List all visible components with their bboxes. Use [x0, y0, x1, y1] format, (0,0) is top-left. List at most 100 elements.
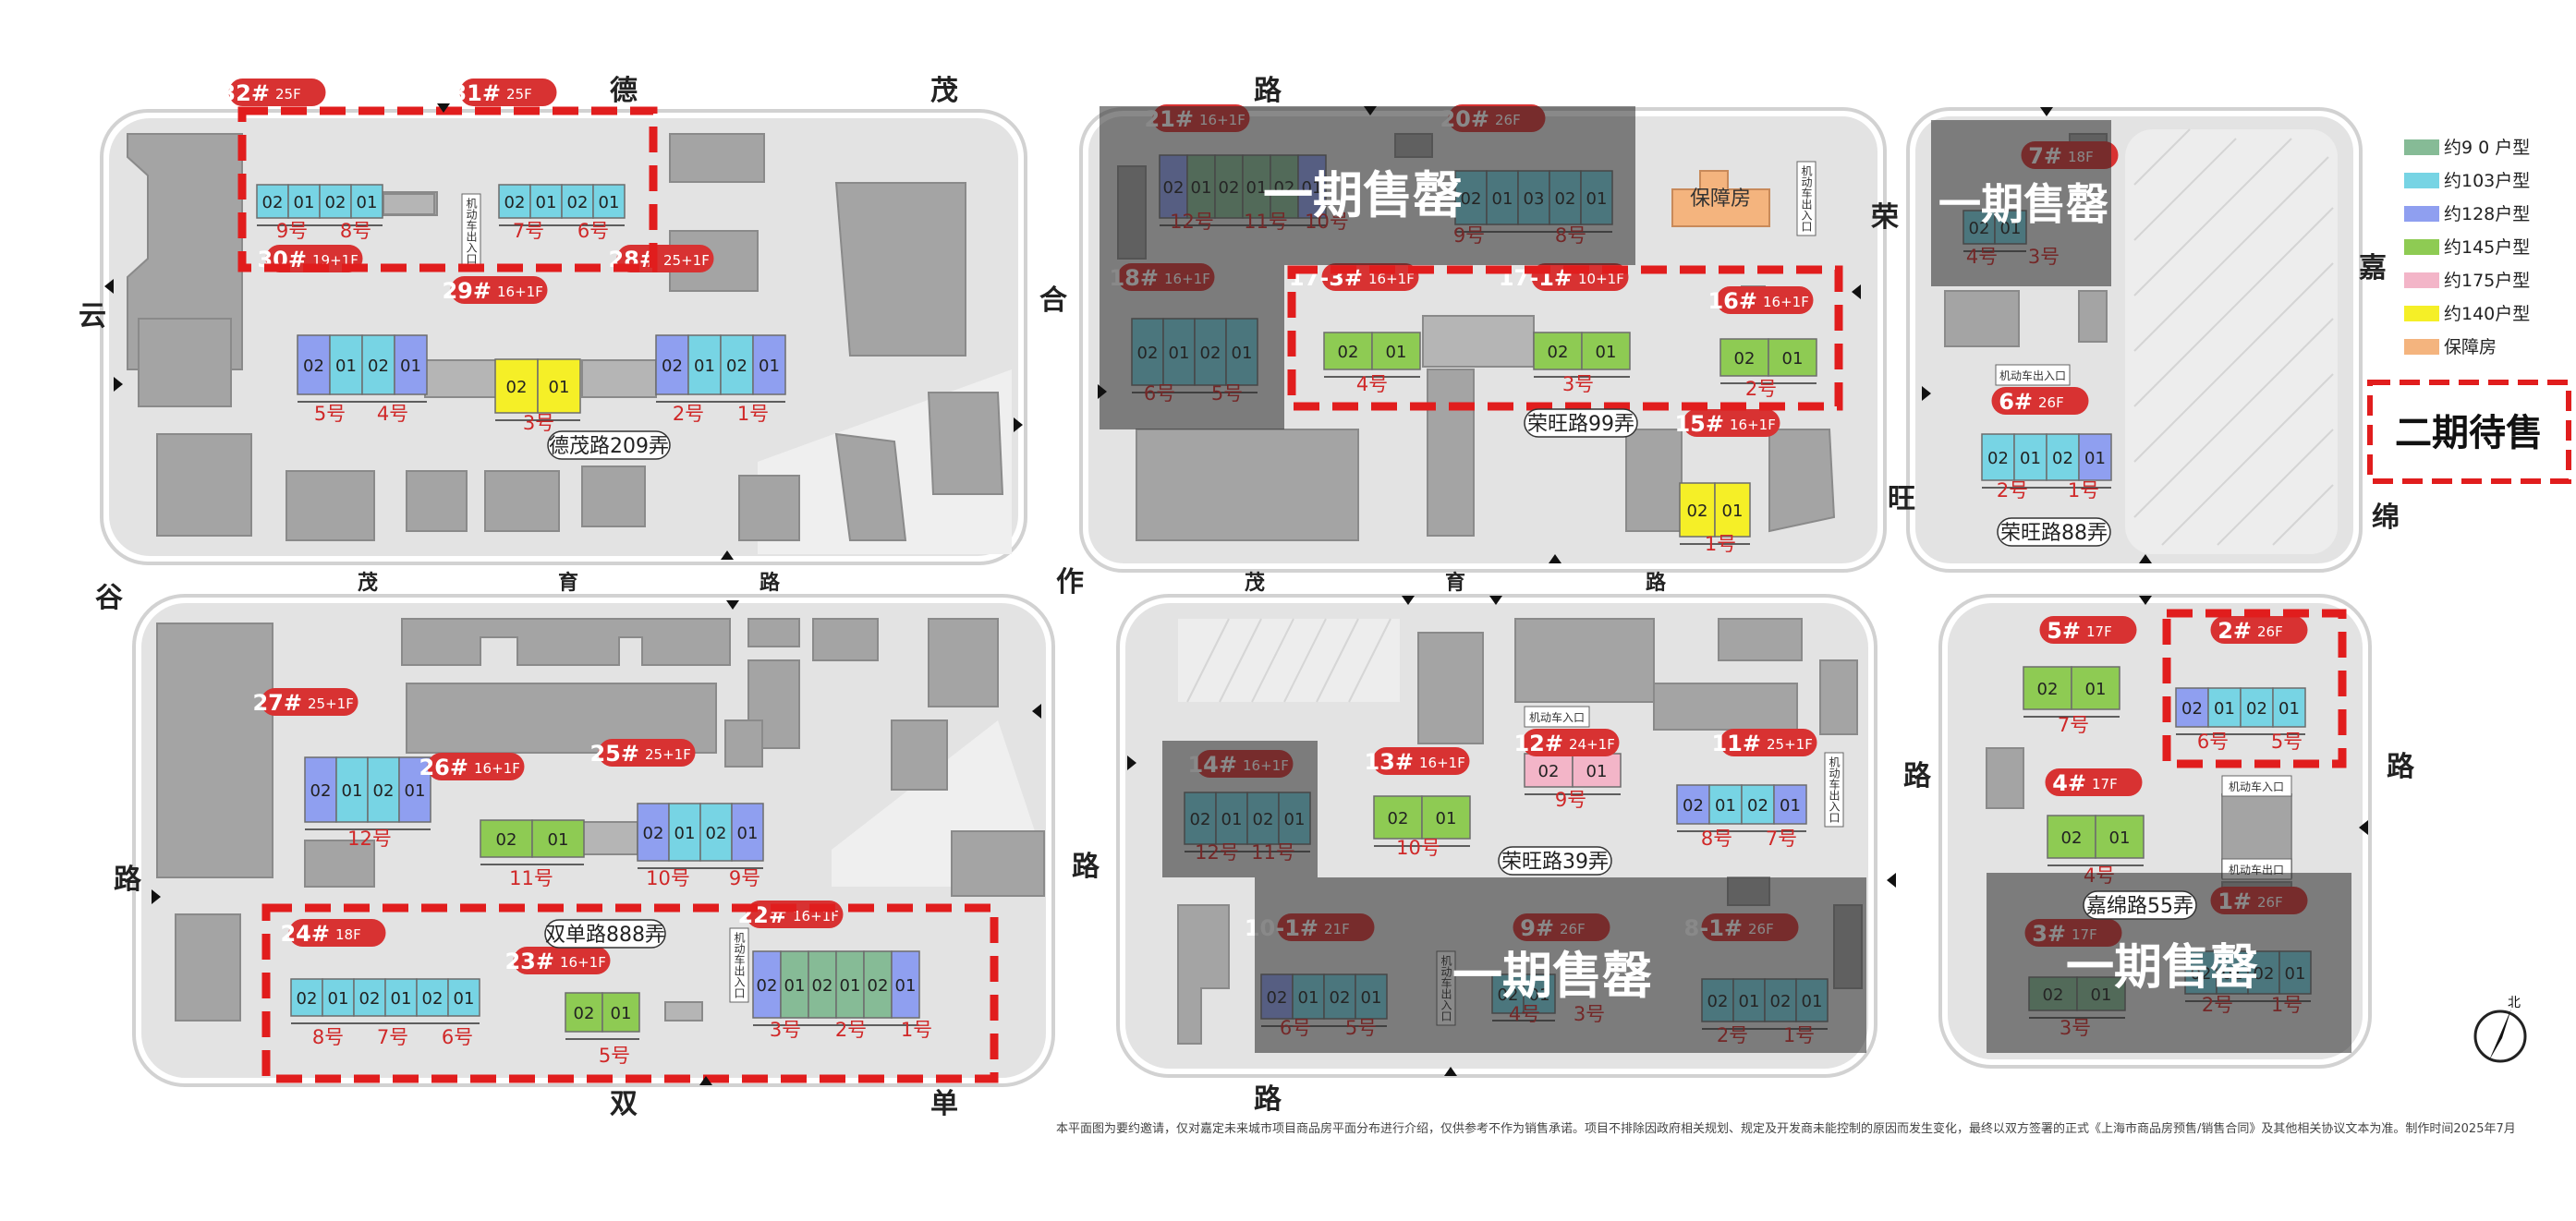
- street-lu-n: 路: [1254, 75, 1282, 107]
- street-shuang: 双: [610, 1088, 638, 1120]
- street-lu-w: 路: [114, 864, 142, 896]
- street-mian: 绵: [2372, 502, 2400, 534]
- unit-block: [863, 950, 893, 1019]
- stair-label: 1号: [901, 1019, 932, 1041]
- gate-sc-in: 机动车入口: [1529, 710, 1585, 724]
- unit-label: 02: [1538, 762, 1560, 781]
- stair-label: 3号: [770, 1019, 801, 1041]
- stair-label: 5号: [2271, 731, 2303, 753]
- unit-block: [1676, 784, 1710, 825]
- unit-label: 01: [1596, 343, 1617, 362]
- unit-label: 02: [757, 976, 778, 996]
- unit-label: 01: [2214, 699, 2235, 719]
- unit-block: [1768, 338, 1817, 377]
- lane-55: 嘉绵路55弄: [2086, 895, 2193, 918]
- unit-label: 02: [2181, 699, 2203, 719]
- unit-label: 01: [1780, 796, 1801, 816]
- building-number: 11#: [1711, 731, 1761, 756]
- unit-label: 02: [662, 357, 683, 376]
- building-badge: [2039, 616, 2137, 644]
- building-floors: 16+1F: [560, 954, 606, 971]
- unit-label: 02: [574, 1004, 595, 1023]
- legend-item: 约140户型: [2404, 304, 2530, 324]
- unit-block: [668, 803, 701, 862]
- building-badge: [261, 688, 358, 716]
- unit-block: [537, 358, 581, 414]
- building-badge: [228, 79, 326, 106]
- unit-label: 01: [674, 824, 696, 843]
- unit-label: 01: [1586, 762, 1608, 781]
- unit-block: [1714, 482, 1751, 538]
- legend-label: 约9 0 户型: [2444, 138, 2530, 158]
- building-number: 5#: [2047, 618, 2081, 644]
- unit-block: [361, 334, 395, 395]
- stair-label: 2号: [1745, 378, 1777, 400]
- unit-label: 01: [405, 781, 426, 801]
- unit-block: [1679, 482, 1716, 538]
- stair-label: 10号: [1396, 837, 1440, 859]
- unit-label: 02: [1388, 809, 1409, 828]
- unit-block: [1371, 332, 1421, 370]
- stair-label: 1号: [2068, 479, 2099, 502]
- unit-block: [601, 992, 640, 1033]
- phase1-overlays: 一期售罄 一期售罄 一期售罄 一期售罄: [1100, 106, 2351, 1053]
- street-dan: 单: [930, 1088, 958, 1120]
- phase2-sign: 二期待售: [2367, 380, 2571, 484]
- street-yun: 云: [79, 300, 106, 332]
- unit-block: [329, 334, 363, 395]
- unit-label: 02: [297, 989, 318, 1009]
- stair-label: 8号: [1701, 828, 1732, 850]
- unit-block: [592, 184, 626, 219]
- stair-label: 2号: [673, 403, 704, 425]
- building-number: 29#: [442, 278, 492, 304]
- street-zuo: 作: [1056, 566, 1084, 598]
- unit-block: [1533, 332, 1583, 370]
- building-badge: [513, 947, 611, 974]
- unit-block: [752, 334, 786, 395]
- unit-label: 01: [599, 193, 620, 212]
- lane-labels: 德茂路209弄 荣旺路99弄 荣旺路88弄 荣旺路39弄 双单路888弄 嘉绵路…: [544, 408, 2197, 949]
- stair-label: 8号: [340, 220, 371, 242]
- legend-swatch: [2404, 239, 2439, 255]
- unit-label: 02: [422, 989, 444, 1009]
- building-floors: 25F: [275, 86, 301, 103]
- building-badge: [459, 79, 557, 106]
- podiums: [383, 193, 1535, 1022]
- unit-block: [350, 184, 383, 219]
- unit-label: 02: [368, 357, 389, 376]
- unit-label: 01: [759, 357, 780, 376]
- street-lu-e2: 路: [2387, 751, 2415, 783]
- unit-block: [2047, 815, 2096, 859]
- unit-label: 02: [1338, 343, 1359, 362]
- unit-block: [256, 184, 289, 219]
- affordable-housing-19: 保障房: [1671, 170, 1770, 227]
- building-floors: 10+1F: [1578, 271, 1624, 287]
- building-number: 15#: [1674, 411, 1724, 437]
- unit-block: [1421, 795, 1471, 840]
- street-lu-s: 路: [1254, 1083, 1282, 1116]
- unit-label: 02: [2037, 680, 2059, 699]
- unit-label: 02: [310, 781, 332, 801]
- unit-block: [2078, 433, 2112, 481]
- lane-99: 荣旺路99弄: [1527, 413, 1634, 436]
- street-de: 德: [610, 75, 638, 107]
